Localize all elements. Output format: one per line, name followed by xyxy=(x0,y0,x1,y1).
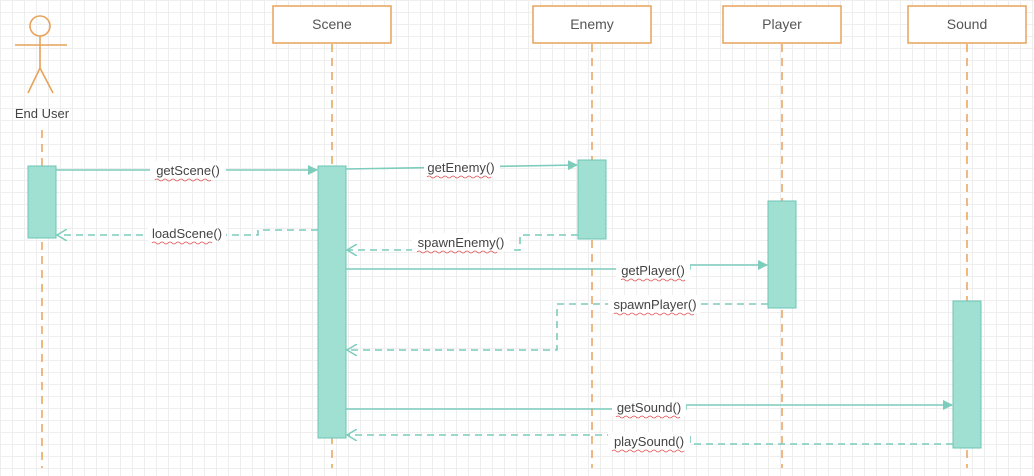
message-spawn-player[interactable]: spawnPlayer() xyxy=(608,295,700,316)
activation-player[interactable] xyxy=(767,200,797,309)
spellcheck-underline xyxy=(620,278,686,282)
spellcheck-underline xyxy=(426,175,492,179)
participant-player[interactable]: Player xyxy=(722,5,842,44)
participant-enemy[interactable]: Enemy xyxy=(532,5,652,44)
activation-end-user[interactable] xyxy=(27,165,57,239)
actor-label: End User xyxy=(15,106,70,121)
message-label: playSound() xyxy=(614,434,684,449)
participant-label: Sound xyxy=(947,16,987,32)
participant-scene[interactable]: Scene xyxy=(272,5,392,44)
participant-sound[interactable]: Sound xyxy=(907,5,1027,44)
message-get-scene[interactable]: getScene() xyxy=(150,161,226,182)
message-label: spawnPlayer() xyxy=(613,297,696,312)
activations xyxy=(27,159,982,449)
message-labels: getScene() getEnemy() loadScene() spawnE… xyxy=(148,158,700,453)
activation-enemy[interactable] xyxy=(577,159,607,240)
participant-box xyxy=(722,5,842,44)
stick-figure-icon xyxy=(15,15,67,94)
spellcheck-underline xyxy=(416,250,498,254)
message-lines xyxy=(56,160,953,445)
participant-label: Player xyxy=(762,16,802,32)
message-get-sound[interactable]: getSound() xyxy=(612,398,686,419)
arrow-load-scene[interactable] xyxy=(57,230,318,235)
spellcheck-underline xyxy=(615,415,681,419)
message-label: spawnEnemy() xyxy=(418,235,505,250)
spellcheck-underline xyxy=(611,449,685,453)
activation-scene[interactable] xyxy=(317,165,347,439)
message-get-player[interactable]: getPlayer() xyxy=(616,261,690,282)
message-label: getSound() xyxy=(617,400,681,415)
message-label: getPlayer() xyxy=(621,263,685,278)
participant-box xyxy=(272,5,392,44)
participant-label: Enemy xyxy=(570,16,614,32)
participant-box xyxy=(907,5,1027,44)
spellcheck-underline xyxy=(151,241,213,245)
message-play-sound[interactable]: playSound() xyxy=(608,432,690,453)
participant-label: Scene xyxy=(312,16,352,32)
message-load-scene[interactable]: loadScene() xyxy=(148,224,226,245)
arrow-get-player[interactable] xyxy=(346,260,768,270)
activation-sound[interactable] xyxy=(952,300,982,449)
message-label: getEnemy() xyxy=(427,160,494,175)
message-spawn-enemy[interactable]: spawnEnemy() xyxy=(412,233,510,254)
actor-end-user[interactable]: End User xyxy=(15,15,70,121)
participant-box xyxy=(532,5,652,44)
spellcheck-underline xyxy=(613,312,695,316)
message-label: loadScene() xyxy=(152,226,222,241)
message-label: getScene() xyxy=(156,163,220,178)
arrow-spawn-player[interactable] xyxy=(347,303,768,350)
message-get-enemy[interactable]: getEnemy() xyxy=(424,158,500,179)
spellcheck-underline xyxy=(154,178,212,182)
